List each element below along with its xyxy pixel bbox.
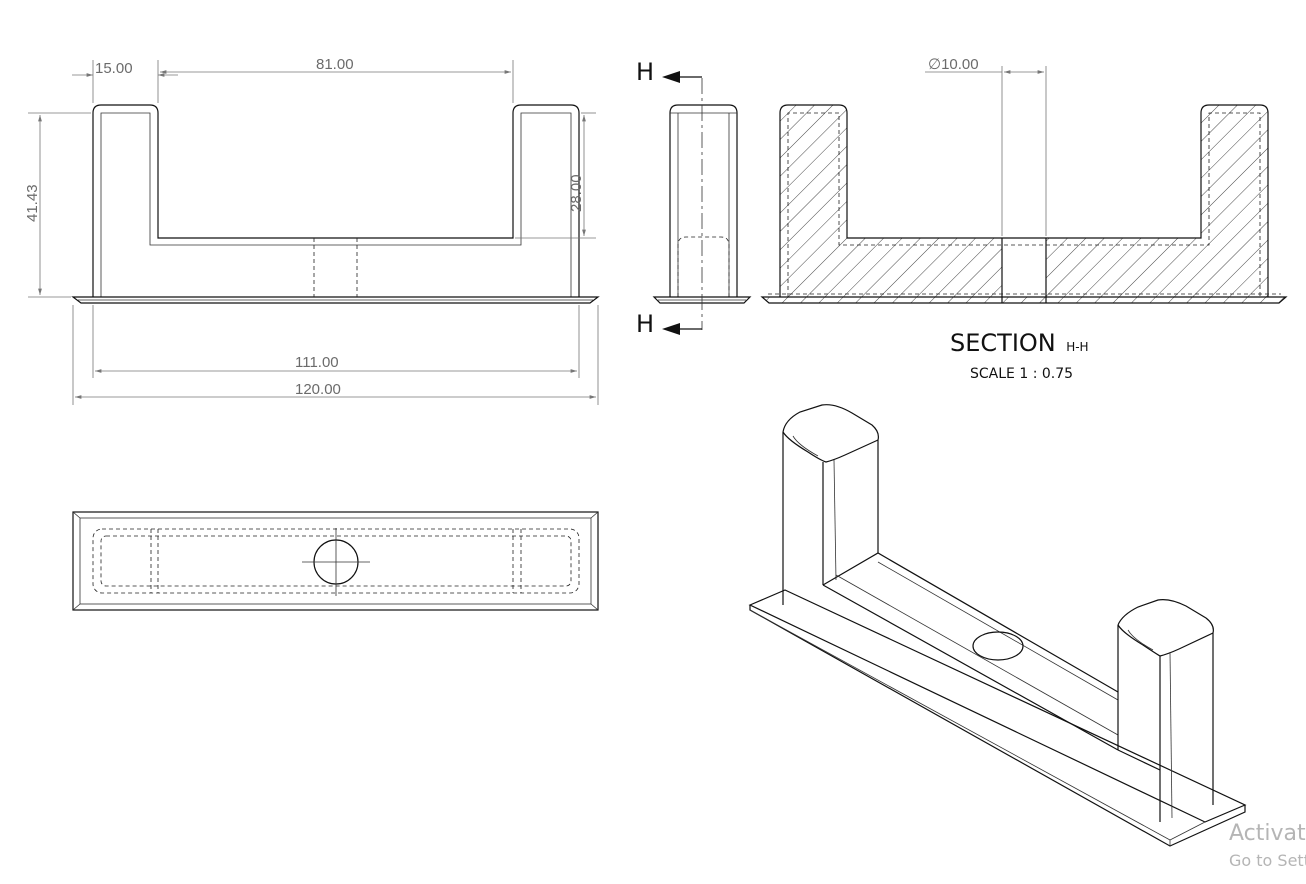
watermark-line1: Activate — [1229, 821, 1306, 846]
dim-15-label: 15.00 — [95, 60, 133, 77]
dim-111-label: 111.00 — [295, 354, 339, 371]
dim-120-label: 120.00 — [295, 381, 341, 398]
isometric-hole — [972, 631, 1024, 661]
dim-41-label: 41.43 — [24, 184, 41, 222]
isometric-view — [748, 404, 1247, 847]
section-cutting-plane: H H — [636, 58, 703, 338]
dimension-81: 81.00 — [160, 56, 514, 103]
dim-81-label: 81.00 — [316, 56, 354, 73]
section-title: SECTION H-H — [950, 329, 1089, 357]
section-view — [760, 104, 1288, 304]
front-view — [71, 104, 600, 304]
section-caption: SECTION H-H SCALE 1 : 0.75 — [950, 329, 1089, 382]
activate-watermark: Activate Go to Settings — [1229, 821, 1306, 870]
top-view — [72, 511, 599, 611]
dimension-41: 41.43 — [24, 112, 91, 298]
dimension-120: 120.00 — [72, 305, 599, 405]
watermark-line2: Go to Settings — [1229, 851, 1306, 870]
dimension-15: 15.00 — [72, 60, 178, 103]
dimension-diameter-10: ∅10.00 — [925, 56, 1047, 236]
side-view — [652, 104, 752, 304]
section-marker-bottom: H — [636, 310, 654, 338]
section-marker-top: H — [636, 58, 654, 86]
dim-28-label: 28.00 — [568, 174, 585, 212]
dimension-28: 28.00 — [515, 112, 596, 239]
dimension-111: 111.00 — [92, 305, 580, 378]
dim-diameter-label: ∅10.00 — [928, 56, 979, 73]
section-scale: SCALE 1 : 0.75 — [970, 366, 1073, 382]
